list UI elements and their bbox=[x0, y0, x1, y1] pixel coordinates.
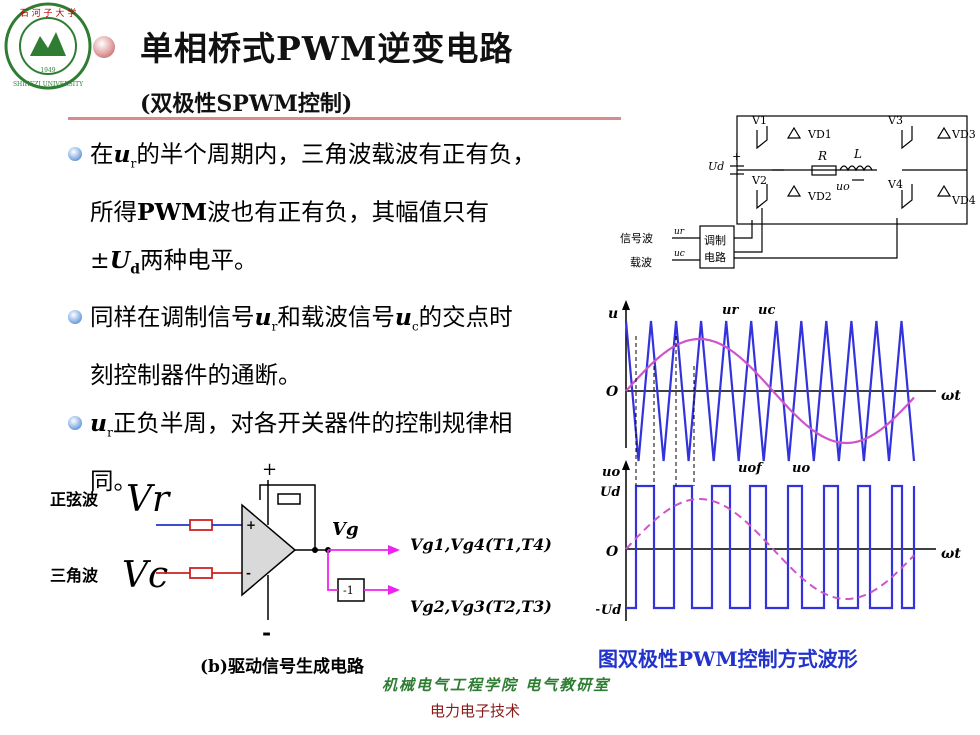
bullet-text: 和载波信号 bbox=[277, 303, 395, 332]
page-subtitle: (双极性SPWM控制) bbox=[140, 91, 353, 117]
bullet-sub: r bbox=[130, 156, 137, 171]
modulating-sine-path bbox=[625, 337, 915, 445]
label-vg: Vg bbox=[332, 519, 359, 540]
op-amp-plus: + bbox=[246, 518, 256, 532]
bullet-item: 同样在调制信号ur和载波信号uc的交点时刻控制器件的通断。 bbox=[66, 293, 536, 399]
modulation-box-line1: 调制 bbox=[704, 234, 726, 247]
label-triangle-wave: 三角波 bbox=[50, 566, 99, 585]
inverter-label: -1 bbox=[343, 584, 354, 597]
university-logo: 1949 SHIHEZI UNIVERSITY 石 河 子 大 学 bbox=[4, 2, 92, 90]
bullet-text: 同样在调制信号 bbox=[90, 303, 255, 332]
label-r: R bbox=[817, 149, 827, 163]
label-v4: V4 bbox=[887, 178, 903, 191]
bullet-text: 两种电平。 bbox=[140, 245, 258, 274]
supply-minus: - bbox=[262, 620, 271, 646]
axis-wt-top: ωt bbox=[941, 388, 961, 404]
label-uo-wave: uo bbox=[792, 461, 810, 476]
label-vd3: VD3 bbox=[951, 128, 976, 141]
supply-plus: + bbox=[262, 459, 277, 480]
drive-signal-circuit: 正弦波 三角波 Vr Vc + - + - Vg -1 Vg1,Vg4(T1,T… bbox=[50, 459, 552, 646]
carrier-triangle-path bbox=[624, 320, 916, 462]
label-carrier-wave: 载波 bbox=[630, 256, 652, 269]
origin-label-bottom: O bbox=[606, 544, 619, 560]
label-vc: Vc bbox=[122, 555, 168, 596]
bullet-text: 正负半周，对各开关器件的控制规律相同。 bbox=[90, 409, 513, 495]
label-uc: uc bbox=[674, 249, 685, 259]
label-vd1: VD1 bbox=[807, 128, 832, 141]
bullet-text: 波也有正有负，其幅值只有± bbox=[90, 197, 490, 274]
label-vd4: VD4 bbox=[951, 194, 976, 207]
bullet-list: 在ur的半个周期内，三角波载波有正有负，所得PWM波也有正有负，其幅值只有±Ud… bbox=[66, 130, 536, 505]
label-ud: Ud bbox=[708, 160, 724, 173]
label-uo: uo bbox=[836, 180, 850, 193]
axis-u: u bbox=[608, 306, 618, 322]
bullet-text: 的半个周期内，三角波载波有正有负，所得 bbox=[90, 140, 536, 226]
title-divider bbox=[68, 117, 621, 120]
label-neg-ud-level: −Ud bbox=[596, 603, 621, 618]
label-uc-wave: uc bbox=[758, 303, 775, 318]
label-uof: uof bbox=[738, 461, 764, 476]
page-title: 单相桥式PWM逆变电路 bbox=[140, 29, 514, 68]
bullet-var: u bbox=[394, 303, 412, 332]
axis-uo: uo bbox=[602, 465, 620, 480]
label-plus: + bbox=[732, 150, 741, 163]
axis-wt-bottom: ωt bbox=[941, 546, 961, 562]
op-amp-minus: - bbox=[246, 566, 251, 580]
modulation-box-line2: 电路 bbox=[704, 251, 726, 264]
title-bullet-dot bbox=[93, 36, 115, 58]
bullet-sub: d bbox=[130, 261, 140, 278]
footer-course: 电力电子技术 bbox=[430, 702, 521, 720]
junction-node-1 bbox=[312, 547, 318, 553]
label-sine-wave: 正弦波 bbox=[50, 490, 99, 509]
bullet-var: u bbox=[113, 140, 131, 168]
bullet-icon bbox=[68, 147, 82, 161]
pwm-output-path bbox=[626, 484, 916, 610]
bullet-icon bbox=[68, 416, 82, 431]
label-ud-level: Ud bbox=[600, 485, 620, 500]
svg-text:石 河 子 大 学: 石 河 子 大 学 bbox=[20, 7, 76, 19]
bullet-bold: PWM bbox=[137, 197, 208, 226]
bullet-var: U bbox=[109, 245, 131, 274]
bullet-text: 在 bbox=[90, 140, 114, 168]
pwm-output-wave bbox=[626, 484, 916, 610]
logo-year: 1949 bbox=[40, 67, 55, 74]
label-v1: V1 bbox=[751, 114, 767, 127]
drive-circuit-caption: (b)驱动信号生成电路 bbox=[200, 657, 364, 677]
footer-department: 机械电气工程学院 电气教研室 bbox=[382, 676, 611, 694]
output-vg2-vg3: Vg2,Vg3(T2,T3) bbox=[410, 597, 552, 616]
bullet-sub: r bbox=[271, 320, 278, 335]
inverter-circuit-diagram: V1 VD1 V2 VD2 V3 VD3 V4 VD4 R L uo Ud + … bbox=[620, 114, 976, 269]
bullet-icon bbox=[68, 310, 82, 325]
origin-label-top: O bbox=[606, 384, 619, 400]
bullet-item: ur正负半周，对各开关器件的控制规律相同。 bbox=[66, 399, 536, 505]
label-vd2: VD2 bbox=[807, 190, 832, 203]
modulating-sine-wave bbox=[625, 337, 915, 445]
label-ur-wave: ur bbox=[722, 303, 739, 318]
bullet-item: 在ur的半个周期内，三角波载波有正有负，所得PWM波也有正有负，其幅值只有±Ud… bbox=[66, 130, 536, 293]
output-vg1-vg4: Vg1,Vg4(T1,T4) bbox=[410, 535, 552, 554]
bullet-sub: r bbox=[107, 425, 113, 440]
bullet-text: 的交点时刻控制器件的通断。 bbox=[90, 303, 513, 390]
label-v3: V3 bbox=[887, 114, 903, 127]
label-signal-wave: 信号波 bbox=[620, 232, 653, 245]
bullet-var: u bbox=[254, 303, 272, 332]
logo-name: SHIHEZI UNIVERSITY bbox=[13, 81, 84, 88]
bullet-sub: c bbox=[411, 320, 419, 335]
waveform-caption: 图双极性PWM控制方式波形 bbox=[598, 647, 858, 671]
label-l: L bbox=[853, 147, 862, 161]
bullet-var: u bbox=[90, 409, 108, 438]
pwm-waveform-diagram: u ur uc O ωt uo Ud uof uo O ωt −Ud bbox=[596, 300, 961, 621]
label-vr: Vr bbox=[126, 479, 171, 520]
label-ur: ur bbox=[674, 227, 685, 237]
carrier-triangle-wave bbox=[624, 320, 916, 462]
label-v2: V2 bbox=[751, 174, 767, 187]
